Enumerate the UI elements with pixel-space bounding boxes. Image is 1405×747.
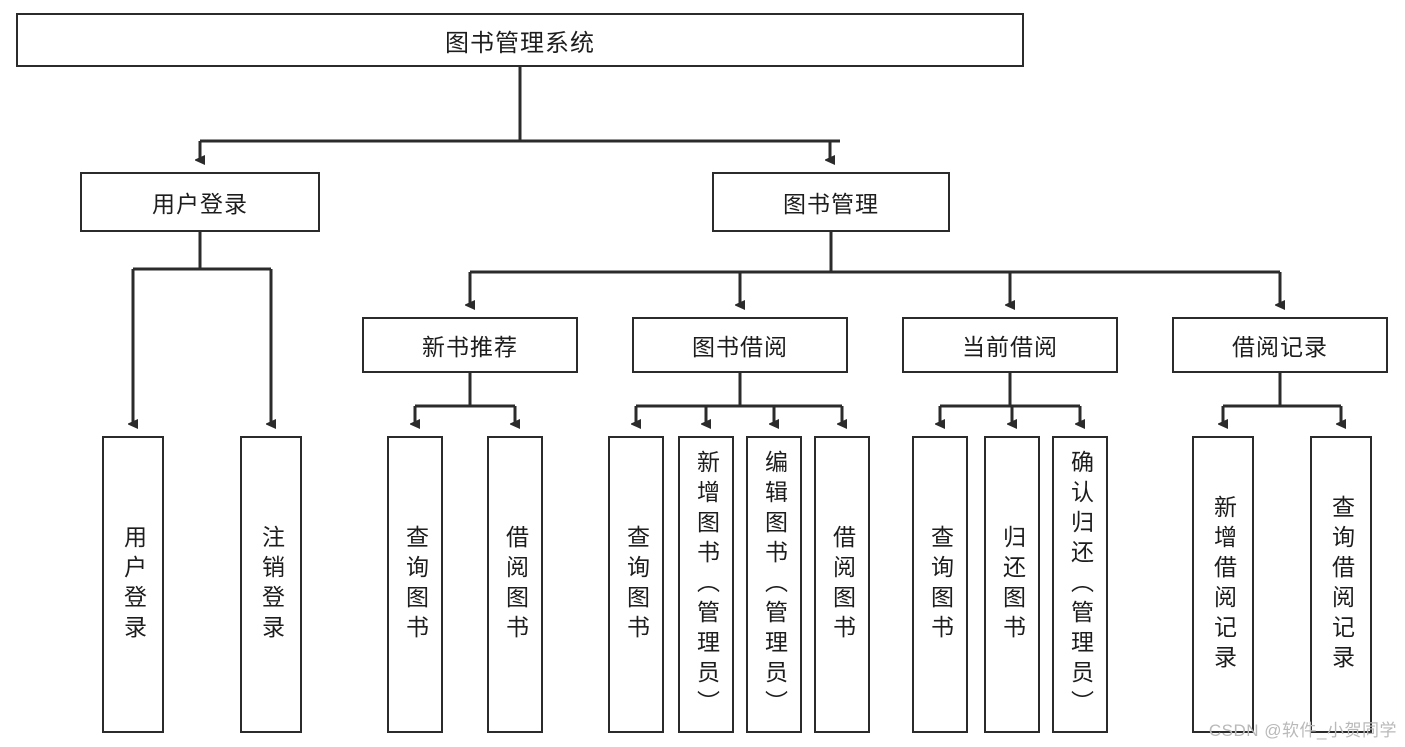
leaf-add-book-admin-label: 新增图书（管理员） <box>693 449 720 720</box>
leaf-borrow-book-newbook-label: 借阅图书 <box>502 524 529 645</box>
leaf-return-book[interactable]: 归还图书 <box>984 436 1040 733</box>
leaf-add-borrow-record[interactable]: 新增借阅记录 <box>1192 436 1254 733</box>
node-book-borrow[interactable]: 图书借阅 <box>632 317 848 373</box>
leaf-edit-book-admin-label: 编辑图书（管理员） <box>761 449 788 720</box>
leaf-query-book-current-label: 查询图书 <box>927 524 954 645</box>
node-borrow-record[interactable]: 借阅记录 <box>1172 317 1388 373</box>
leaf-user-login-label: 用户登录 <box>120 524 147 645</box>
node-book-borrow-label: 图书借阅 <box>692 334 788 360</box>
node-user-login-label: 用户登录 <box>152 191 248 217</box>
node-current-borrow[interactable]: 当前借阅 <box>902 317 1118 373</box>
node-new-book-recommend-label: 新书推荐 <box>422 334 518 360</box>
leaf-query-book-borrow-label: 查询图书 <box>623 524 650 645</box>
leaf-borrow-book-newbook[interactable]: 借阅图书 <box>487 436 543 733</box>
leaf-add-borrow-record-label: 新增借阅记录 <box>1210 494 1237 675</box>
node-current-borrow-label: 当前借阅 <box>962 334 1058 360</box>
leaf-query-book-newbook-label: 查询图书 <box>402 524 429 645</box>
node-borrow-record-label: 借阅记录 <box>1232 334 1328 360</box>
node-root[interactable]: 图书管理系统 <box>16 13 1024 67</box>
watermark: CSDN @软件_小贺同学 <box>1208 721 1397 740</box>
leaf-query-book-newbook[interactable]: 查询图书 <box>387 436 443 733</box>
leaf-add-book-admin[interactable]: 新增图书（管理员） <box>678 436 734 733</box>
node-user-login[interactable]: 用户登录 <box>80 172 320 232</box>
leaf-query-book-current[interactable]: 查询图书 <box>912 436 968 733</box>
leaf-query-borrow-record[interactable]: 查询借阅记录 <box>1310 436 1372 733</box>
leaf-query-book-borrow[interactable]: 查询图书 <box>608 436 664 733</box>
leaf-return-book-label: 归还图书 <box>999 524 1026 645</box>
leaf-borrow-book-label: 借阅图书 <box>829 524 856 645</box>
node-book-management-label: 图书管理 <box>783 191 879 217</box>
node-root-label: 图书管理系统 <box>445 29 595 57</box>
node-new-book-recommend[interactable]: 新书推荐 <box>362 317 578 373</box>
leaf-query-borrow-record-label: 查询借阅记录 <box>1328 494 1355 675</box>
leaf-borrow-book[interactable]: 借阅图书 <box>814 436 870 733</box>
leaf-edit-book-admin[interactable]: 编辑图书（管理员） <box>746 436 802 733</box>
leaf-logout-label: 注销登录 <box>258 524 285 645</box>
node-book-management[interactable]: 图书管理 <box>712 172 950 232</box>
leaf-confirm-return-admin-label: 确认归还（管理员） <box>1067 449 1094 720</box>
leaf-logout[interactable]: 注销登录 <box>240 436 302 733</box>
leaf-user-login[interactable]: 用户登录 <box>102 436 164 733</box>
leaf-confirm-return-admin[interactable]: 确认归还（管理员） <box>1052 436 1108 733</box>
